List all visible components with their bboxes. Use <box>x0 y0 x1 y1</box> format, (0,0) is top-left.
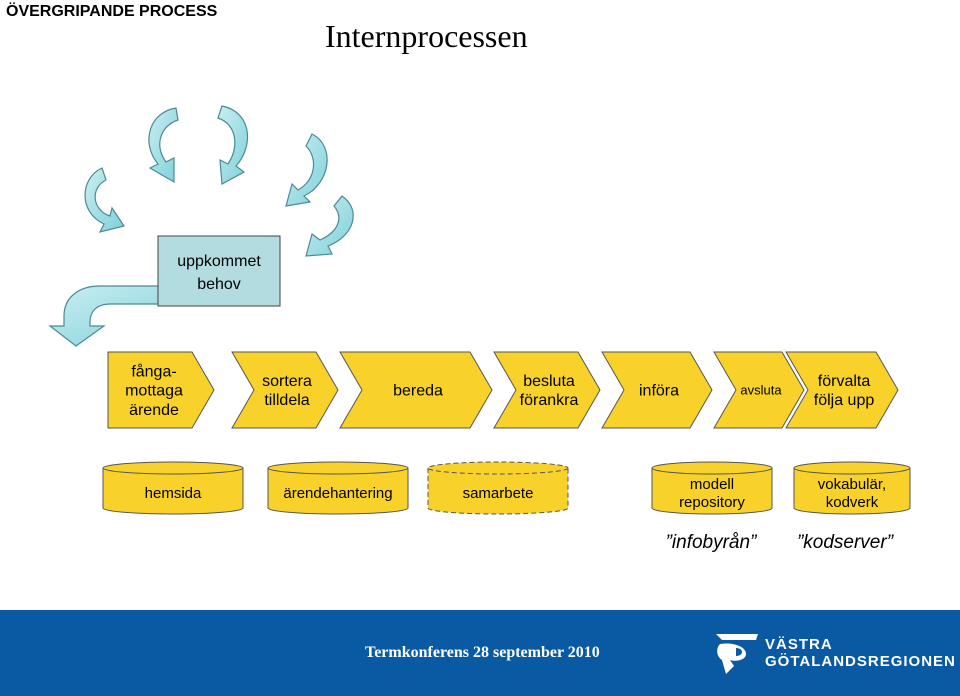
process-step: avsluta <box>713 351 805 429</box>
chevron-shape <box>785 351 899 429</box>
need-line-1: uppkommet <box>177 253 261 270</box>
curved-arrow-icon <box>148 107 179 184</box>
step-label: förvalta <box>818 373 871 390</box>
chevron-shape <box>107 351 215 429</box>
curved-arrow-icon <box>217 105 249 185</box>
system-cylinder: hemsida <box>102 461 244 515</box>
curved-arrow-icon <box>305 195 354 257</box>
process-step: förvalta följa upp <box>785 351 899 429</box>
step-label: besluta <box>523 373 575 390</box>
process-steps: fånga-mottaga ärende sortera tilldela bereda… <box>107 351 899 429</box>
system-label: ärendehantering <box>283 485 392 502</box>
system-cylinder: samarbete <box>427 461 569 515</box>
logo-text-line2: GÖTALANDSREGIONEN <box>765 653 956 670</box>
step-label: förankra <box>520 392 579 409</box>
system-label: hemsida <box>145 485 202 502</box>
curved-arrow-icon <box>285 133 328 207</box>
process-step: införa <box>601 351 713 429</box>
chevron-shape <box>493 351 601 429</box>
process-step: sortera tilldela <box>231 351 339 429</box>
system-cylinder: ärendehantering <box>267 461 409 515</box>
process-step: bereda <box>339 351 493 429</box>
quote-kodserver: ”kodserver” <box>797 532 895 553</box>
step-label: ärende <box>129 402 179 419</box>
step-label: bereda <box>393 383 443 400</box>
system-cylinder: vokabulär,kodverk <box>793 461 911 515</box>
bent-arrow-icon <box>48 285 193 347</box>
header-label: ÖVERGRIPANDE PROCESS <box>6 3 218 20</box>
need-box: uppkommet behov <box>157 235 281 307</box>
system-label: repository <box>679 494 745 511</box>
process-step: besluta förankra <box>493 351 601 429</box>
step-label: mottaga <box>125 383 183 400</box>
system-label: samarbete <box>463 485 534 502</box>
step-label: följa upp <box>814 392 875 409</box>
system-label: kodverk <box>826 494 879 511</box>
step-label: tilldela <box>264 392 309 409</box>
logo-text-line1: VÄSTRA <box>765 636 833 653</box>
system-label: modell <box>690 476 734 493</box>
chevron-shape <box>231 351 339 429</box>
process-diagram: uppkommet behov fånga-mottaga ärende sorte… <box>48 105 911 553</box>
vastra-gotalandsregionen-logo-icon <box>716 634 758 674</box>
quote-infobyran: ”infobyrån” <box>666 532 758 553</box>
footer-text: Termkonferens 28 september 2010 <box>365 644 600 661</box>
step-label: avsluta <box>740 383 782 398</box>
step-label: införa <box>639 383 679 400</box>
system-label: vokabulär, <box>818 476 886 493</box>
chevron-shape <box>339 351 493 429</box>
system-cylinders: hemsida ärendehantering samarbete modellrep… <box>102 461 911 515</box>
step-label: sortera <box>262 373 312 390</box>
curved-arrow-icon <box>84 167 125 233</box>
process-step: fånga-mottaga ärende <box>107 351 215 429</box>
slide-title: Internprocessen <box>325 18 528 54</box>
footer-bar <box>0 610 960 696</box>
chevron-shape <box>601 351 713 429</box>
need-line-2: behov <box>197 276 241 293</box>
step-label: fånga- <box>131 362 176 380</box>
chevron-shape <box>713 351 805 429</box>
